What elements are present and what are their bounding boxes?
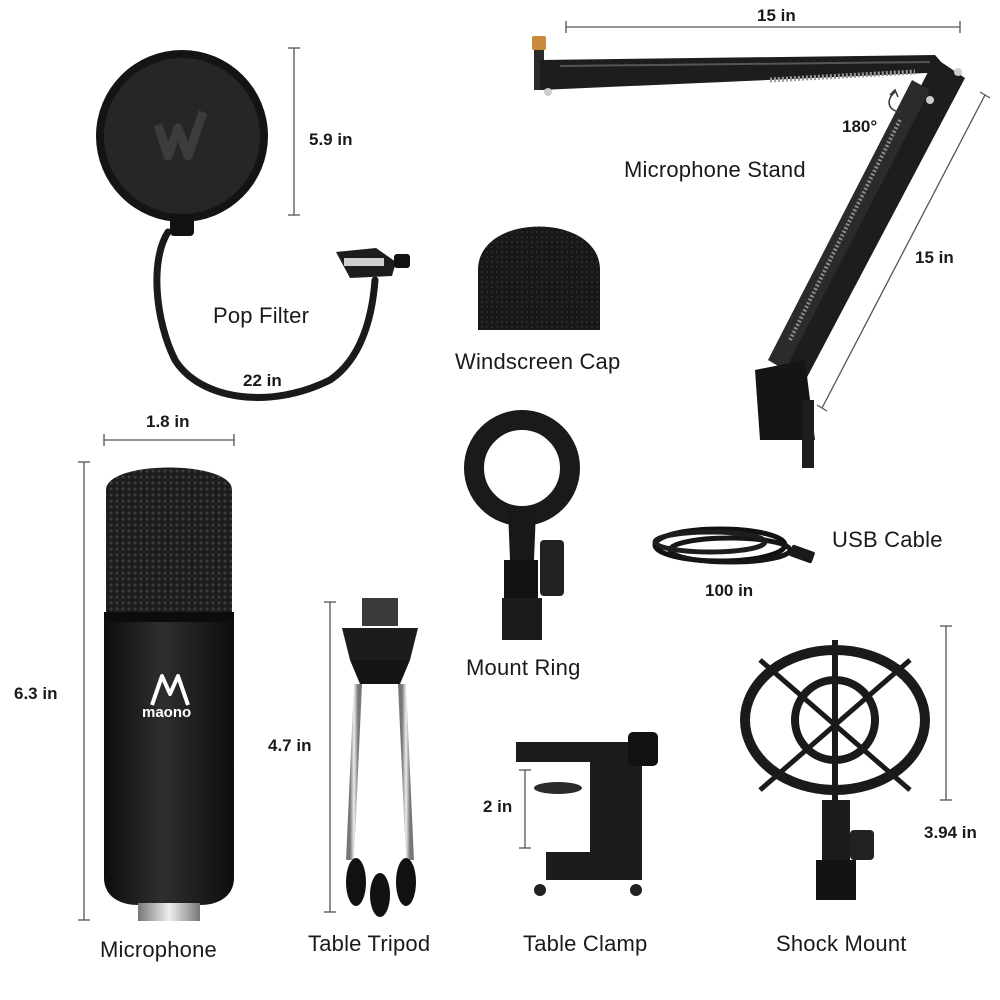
pop-filter-label: Pop Filter xyxy=(213,303,310,328)
stand-rotation-dim: 180° xyxy=(842,117,878,136)
maono-mic-logo-text: maono xyxy=(142,704,192,721)
maono-logo-mark xyxy=(153,110,208,161)
rotation-arrow xyxy=(888,88,903,113)
usb-cable-label: USB Cable xyxy=(832,527,943,552)
table-clamp-label: Table Clamp xyxy=(523,931,648,956)
clamp-opening-dim: 2 in xyxy=(483,797,513,816)
table-tripod-label: Table Tripod xyxy=(308,931,431,956)
shock-mount-image xyxy=(740,640,930,900)
mount-ring-label: Mount Ring xyxy=(466,655,581,680)
microphone-stand-label: Microphone Stand xyxy=(624,157,806,182)
pop-filter-diameter-dim: 5.9 in xyxy=(309,130,353,149)
stand-lower-arm-dim: 15 in xyxy=(915,248,954,267)
mic-length-dim: 6.3 in xyxy=(14,684,58,703)
stand-top-arm-dim: 15 in xyxy=(757,6,796,25)
tripod-height-dim: 4.7 in xyxy=(268,736,312,755)
pop-filter-image xyxy=(96,50,410,401)
table-clamp-image xyxy=(516,732,658,896)
windscreen-cap-image xyxy=(478,226,600,330)
shock-mount-height-dim: 3.94 in xyxy=(924,823,977,842)
microphone-stand-image xyxy=(532,36,965,468)
mic-diameter-dim: 1.8 in xyxy=(146,412,190,431)
windscreen-cap-label: Windscreen Cap xyxy=(455,349,621,374)
microphone-label: Microphone xyxy=(100,937,217,962)
microphone-image xyxy=(104,467,234,921)
mount-ring-image xyxy=(464,410,580,640)
gooseneck-length-dim: 22 in xyxy=(243,371,282,390)
usb-cable-length-dim: 100 in xyxy=(705,581,754,600)
usb-cable-image xyxy=(652,526,815,565)
table-tripod-image xyxy=(342,598,418,917)
maono-mic-logo-mark xyxy=(150,674,190,706)
dimension-lines xyxy=(78,21,991,921)
shock-mount-label: Shock Mount xyxy=(776,931,907,956)
